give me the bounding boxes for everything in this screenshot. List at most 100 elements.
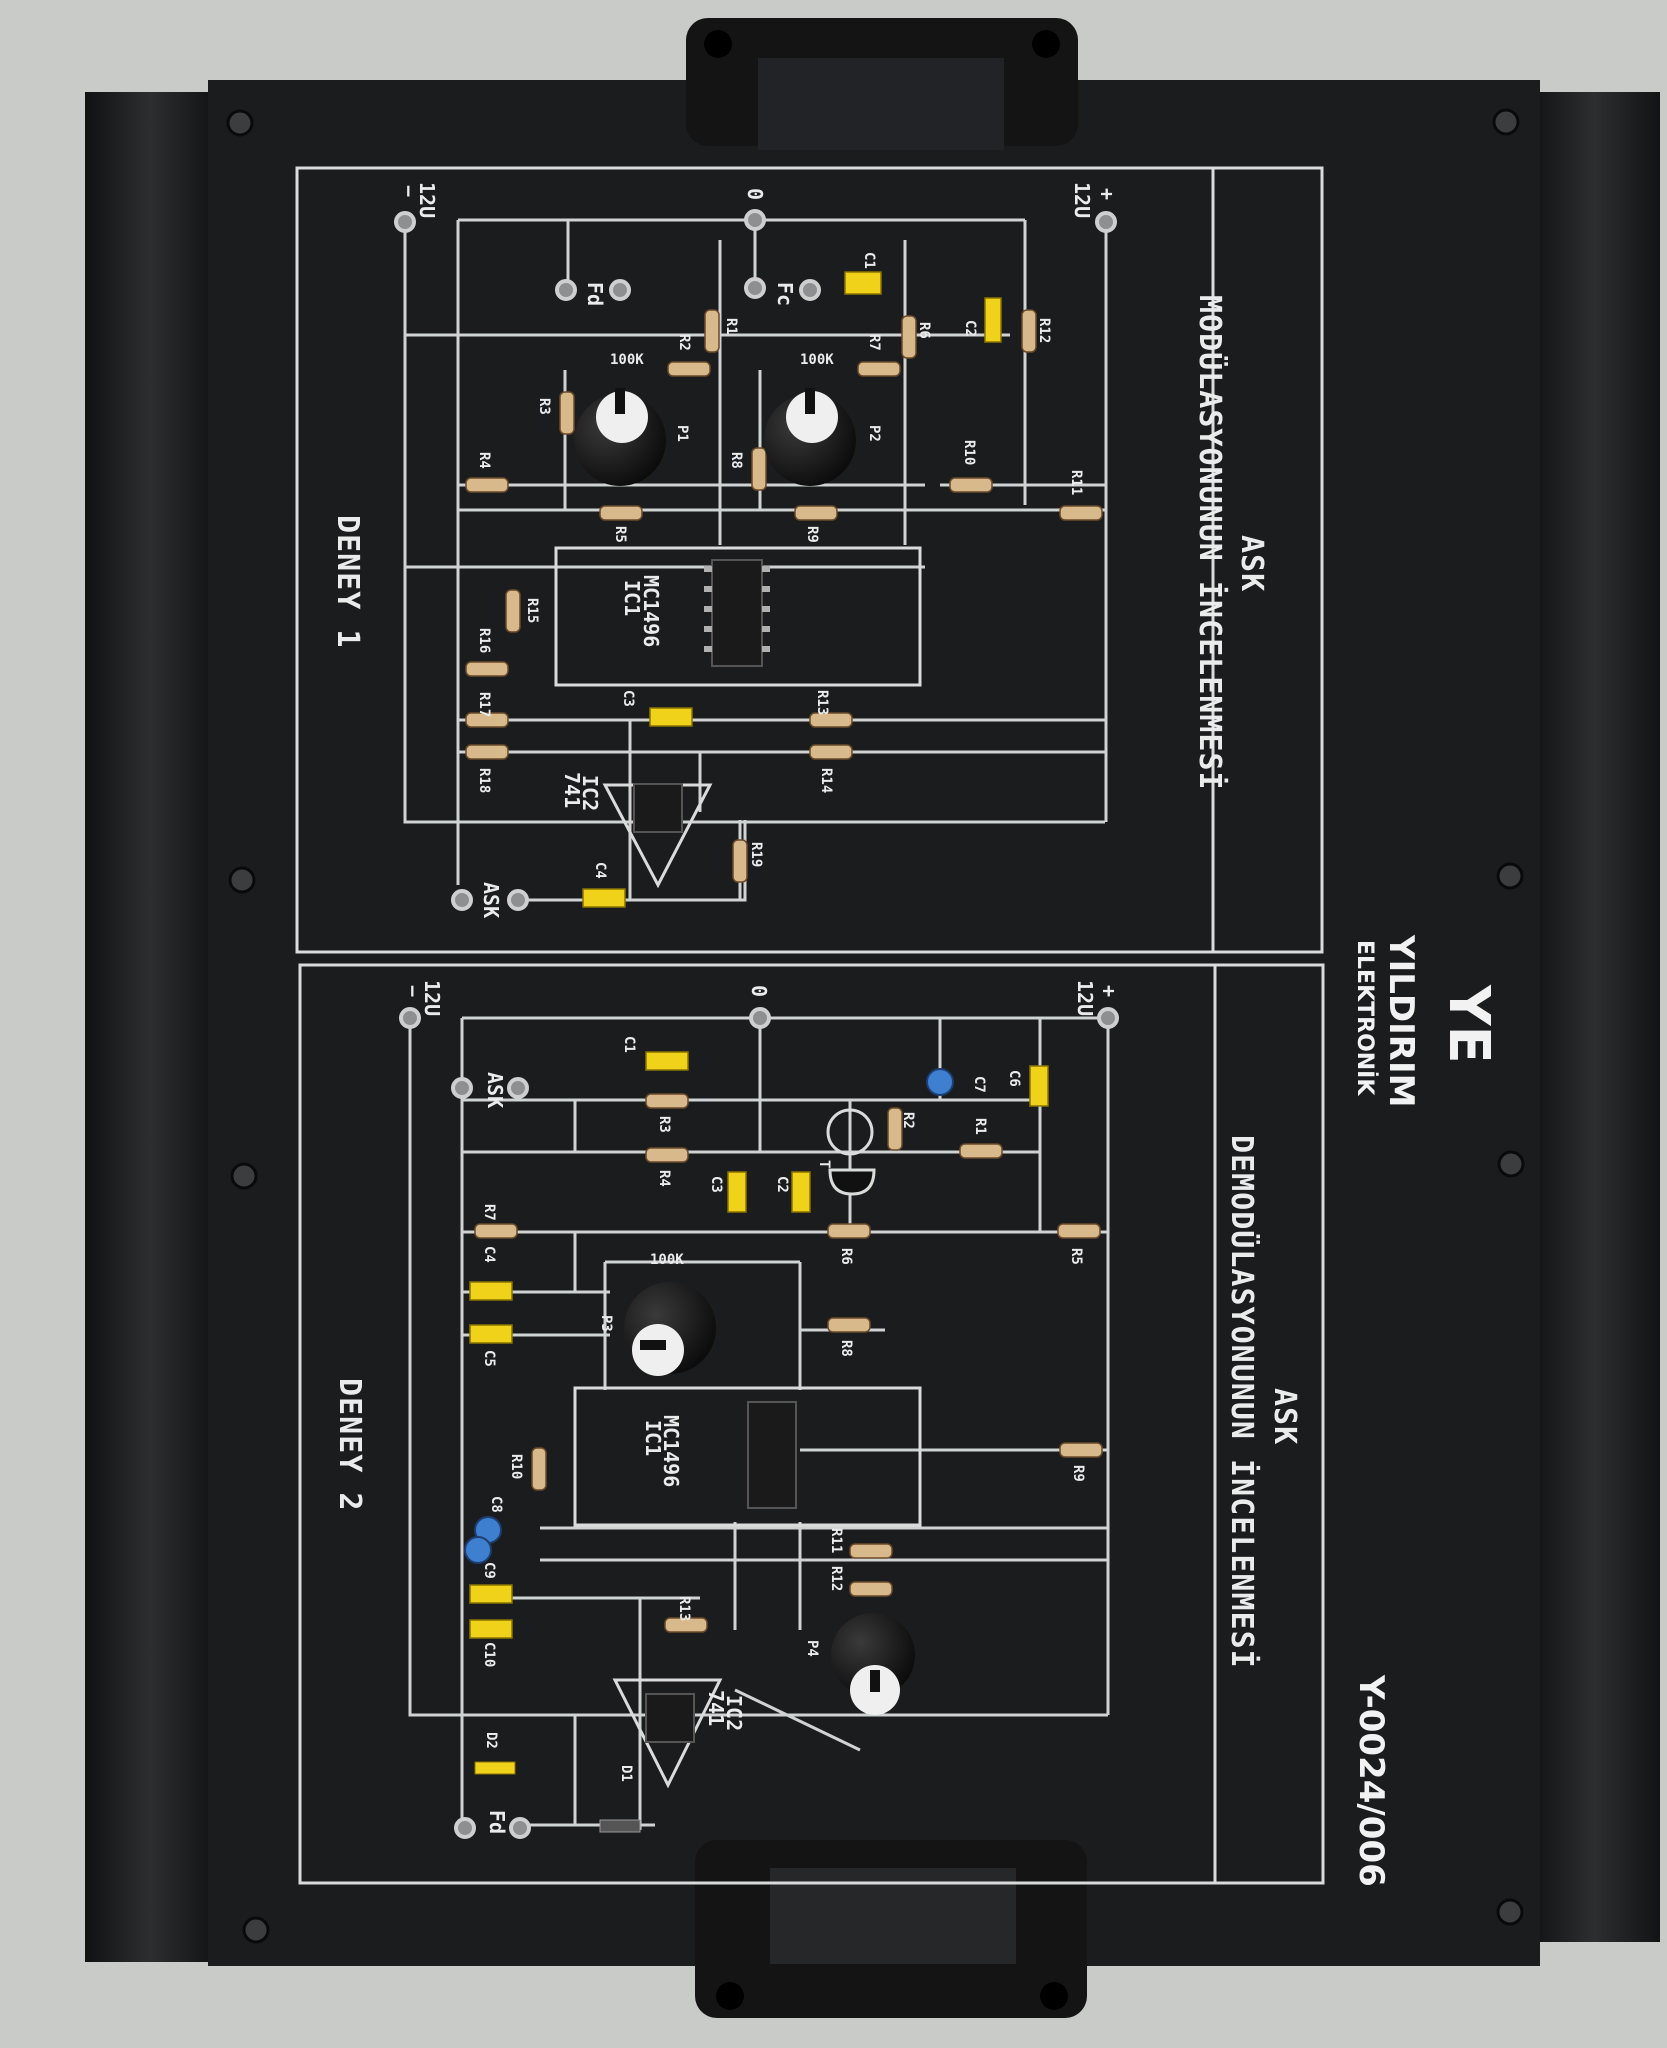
left-rail: [85, 92, 215, 1962]
svg-text:R12: R12: [1036, 318, 1052, 343]
svg-text:MODÜLASYONUNUN İNCELENMESİ: MODÜLASYONUNUN İNCELENMESİ: [1192, 295, 1229, 791]
svg-text:R4: R4: [656, 1170, 672, 1187]
svg-text:MC1496: MC1496: [659, 1415, 683, 1487]
svg-text:R2: R2: [900, 1112, 916, 1129]
svg-text:C1: C1: [861, 252, 877, 269]
svg-text:R7: R7: [866, 334, 882, 351]
exp1-ic1-chip: [704, 559, 770, 667]
svg-text:R15: R15: [524, 598, 540, 623]
model-number: Y-0024/006: [1351, 1674, 1391, 1887]
svg-text:C2: C2: [962, 320, 978, 337]
exp1-ic1-block: [554, 546, 922, 687]
svg-text:IC2: IC2: [578, 775, 602, 811]
exp1-capacitors: [582, 271, 1002, 908]
svg-text:R14: R14: [818, 768, 834, 793]
exp2-capacitors: [469, 1051, 1049, 1639]
right-rail: [1528, 92, 1660, 1942]
svg-text:R17: R17: [476, 692, 492, 717]
svg-text:ASK: ASK: [1234, 535, 1269, 592]
svg-text:C2: C2: [774, 1176, 790, 1193]
svg-text:C9: C9: [481, 1562, 497, 1579]
svg-text:R9: R9: [804, 526, 820, 543]
svg-text:ASK: ASK: [483, 1072, 507, 1108]
svg-text:C3: C3: [620, 690, 636, 707]
exp1-ic2-chip: [633, 783, 683, 833]
svg-text:R5: R5: [1068, 1248, 1084, 1265]
exp2-label: DENEY 2: [332, 1378, 367, 1511]
svg-text:R16: R16: [476, 628, 492, 653]
svg-text:IC1: IC1: [620, 580, 644, 616]
svg-text:−: −: [401, 985, 425, 997]
svg-text:R9: R9: [1070, 1465, 1086, 1482]
svg-text:R8: R8: [728, 452, 744, 469]
exp2-part-labels: IC1 MC1496 IC2 741 P3 P4 100K R1 R2 R3 R…: [481, 1036, 1086, 1782]
top-handle[interactable]: [686, 18, 1078, 150]
svg-text:R1: R1: [723, 318, 739, 335]
svg-text:C4: C4: [481, 1246, 497, 1263]
bottom-handle[interactable]: [695, 1840, 1087, 2018]
svg-text:Fd: Fd: [485, 1810, 509, 1834]
exp1-terminals[interactable]: [394, 209, 1117, 911]
svg-text:Fc: Fc: [773, 282, 797, 306]
svg-text:P4: P4: [804, 1640, 820, 1657]
svg-text:R8: R8: [838, 1340, 854, 1357]
svg-text:DEMODÜLASYONUNUN İNCELENMESİ: DEMODÜLASYONUNUN İNCELENMESİ: [1224, 1135, 1261, 1669]
svg-text:R3: R3: [656, 1116, 672, 1133]
svg-text:C5: C5: [481, 1350, 497, 1367]
svg-text:P3: P3: [598, 1315, 614, 1332]
svg-text:R3: R3: [536, 398, 552, 415]
svg-text:C4: C4: [592, 862, 608, 879]
exp1-knob-p2[interactable]: [764, 388, 856, 486]
exp2-transistor: [826, 1108, 876, 1196]
exp2-resistors: [474, 1093, 1103, 1633]
svg-text:R6: R6: [916, 322, 932, 339]
exp1-knob-p1[interactable]: [574, 388, 666, 486]
exp2-knob-p3[interactable]: [624, 1282, 716, 1376]
exp1-part-labels: IC1 MC1496 IC2 741 P1 P2 100K 100K R1 R2…: [476, 252, 1084, 879]
svg-text:−: −: [397, 185, 421, 197]
exp2-knob-p4[interactable]: [831, 1613, 915, 1715]
exp2-diodes: [474, 1761, 641, 1833]
svg-text:R13: R13: [814, 690, 830, 715]
exp1-title: ASK MODÜLASYONUNUN İNCELENMESİ: [1192, 295, 1269, 791]
svg-text:0: 0: [747, 985, 771, 997]
svg-text:0: 0: [743, 188, 767, 200]
svg-text:Fd: Fd: [583, 282, 607, 306]
svg-text:R18: R18: [476, 768, 492, 793]
exp2-title: ASK DEMODÜLASYONUNUN İNCELENMESİ: [1224, 1135, 1302, 1669]
svg-text:R19: R19: [748, 842, 764, 867]
svg-text:100K: 100K: [650, 1252, 684, 1268]
svg-text:12U: 12U: [1073, 980, 1097, 1016]
svg-text:P1: P1: [674, 425, 690, 442]
svg-text:MC1496: MC1496: [639, 575, 663, 647]
svg-text:R10: R10: [508, 1454, 524, 1479]
svg-text:P2: P2: [866, 425, 882, 442]
exp2-terminals[interactable]: [399, 1007, 1119, 1839]
svg-text:C10: C10: [481, 1642, 497, 1667]
svg-text:ASK: ASK: [1267, 1388, 1302, 1445]
svg-text:IC1: IC1: [641, 1420, 665, 1456]
svg-text:D1: D1: [618, 1765, 634, 1782]
exp2-ic2-chip: [645, 1693, 695, 1743]
svg-text:R11: R11: [828, 1528, 844, 1553]
svg-text:C1: C1: [621, 1036, 637, 1053]
svg-text:R6: R6: [838, 1248, 854, 1265]
svg-text:R1: R1: [972, 1118, 988, 1135]
svg-text:+: +: [1097, 985, 1121, 997]
svg-text:R11: R11: [1068, 470, 1084, 495]
brand-logo: YE YILDIRIM ELEKTRONİK: [1352, 934, 1501, 1107]
exp2-terminal-labels: − 12U 0 12U + ASK Fd: [401, 980, 1121, 1834]
svg-text:R2: R2: [676, 334, 692, 351]
svg-text:ELEKTRONİK: ELEKTRONİK: [1352, 940, 1378, 1096]
svg-text:R13: R13: [676, 1596, 692, 1621]
svg-text:R4: R4: [476, 452, 492, 469]
exp1-label: DENEY 1: [330, 515, 365, 648]
svg-text:C6: C6: [1006, 1070, 1022, 1087]
panel-frames: [295, 166, 1325, 1885]
svg-text:12U: 12U: [420, 980, 444, 1016]
svg-text:12U: 12U: [1070, 182, 1094, 218]
svg-text:T: T: [816, 1160, 832, 1168]
svg-text:IC2: IC2: [722, 1695, 746, 1731]
exp1-circuit: [403, 218, 1108, 902]
